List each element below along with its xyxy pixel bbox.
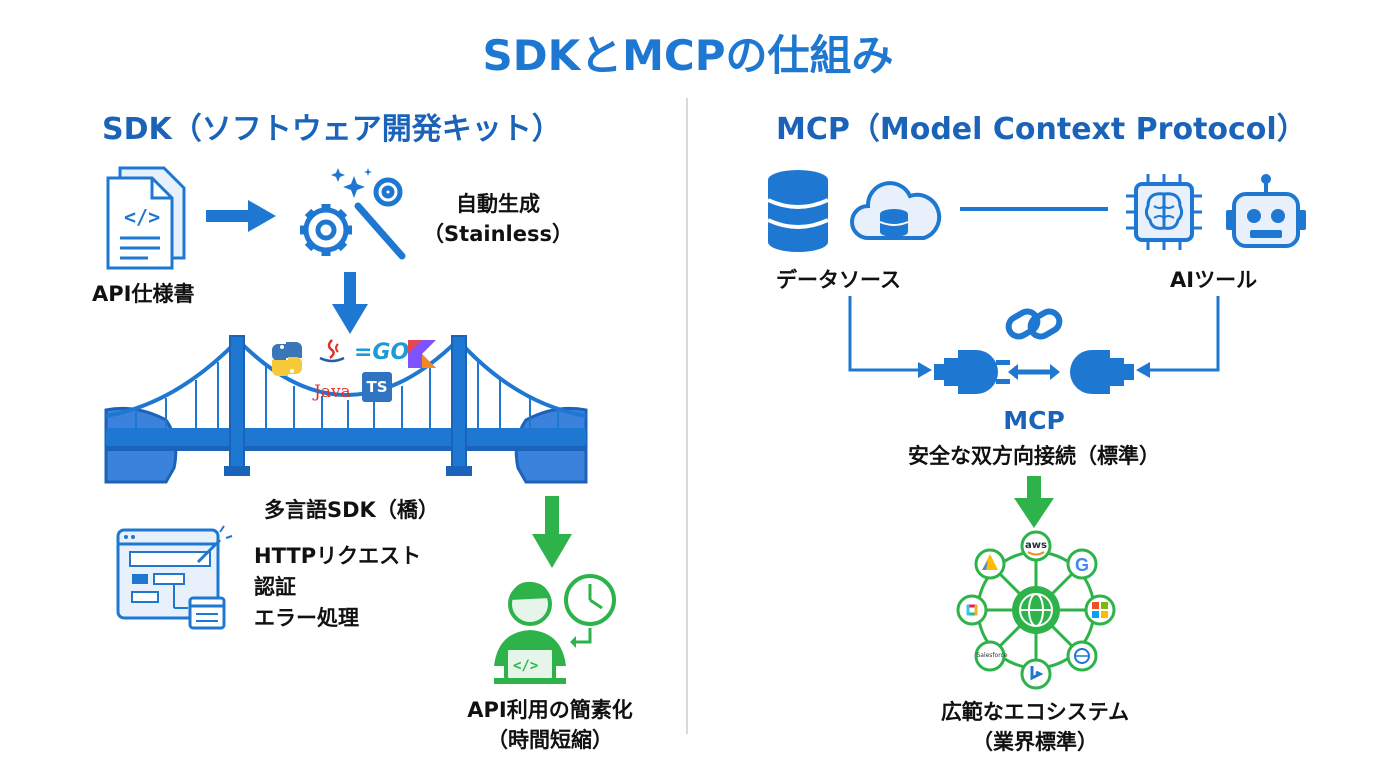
mcp-heading: MCP（Model Context Protocol） [776,112,1307,147]
code-window-icon [116,525,233,630]
ai-chip-icon [1126,174,1202,250]
document-code-icon: </> [106,166,186,270]
ecosystem-network-icon: G [956,530,1116,690]
flow-lines [848,296,1220,378]
arrow-down-green-icon [1014,476,1054,528]
kotlin-icon [408,340,436,368]
bridge-icon [104,335,588,484]
python-icon [272,342,302,376]
aitool-label: AIツール [1170,268,1258,292]
svg-text:</>: </> [124,205,160,229]
page-title: SDKとMCPの仕組み [482,31,894,80]
developer-clock-icon: </> [494,574,616,684]
arrow-down-icon [332,272,368,334]
robot-icon [1226,174,1306,248]
connection-label: 安全な双方向接続（標準） [908,444,1160,468]
sdk-heading: SDK（ソフトウェア開発キット） [102,112,562,147]
connection-line [960,207,1108,211]
svg-text:G: G [1075,555,1089,575]
timesave-label: （時間短縮） [487,728,613,752]
stainless-label: （Stainless） [423,222,573,246]
link-icon [1005,308,1063,340]
feature-auth: 認証 [254,575,296,599]
salesforce-label: Salesforce [976,652,1008,659]
industry-standard-label: （業界標準） [972,730,1098,754]
typescript-badge: TS [362,372,392,402]
feature-error: エラー処理 [254,606,359,630]
database-icon [767,170,829,252]
arrow-right-icon [206,200,276,232]
go-label: =GO [354,340,410,365]
mcp-center-label: MCP [1003,406,1065,435]
simplify-label: API利用の簡素化 [467,698,633,722]
java-label: Java [314,382,351,402]
feature-http: HTTPリクエスト [254,544,422,568]
cloud-database-icon [850,181,942,240]
bridge-label: 多言語SDK（橋） [264,498,439,522]
plug-connector-icon [934,350,1134,394]
gear-wand-icon [300,168,406,260]
svg-text:</>: </> [513,658,538,674]
arrow-down-green-icon [532,496,572,568]
aws-label: aws [1025,540,1047,551]
api-spec-label: API仕様書 [92,282,195,306]
section-divider [686,98,688,734]
auto-gen-label: 自動生成 [456,192,540,216]
java-icon [319,339,345,363]
ecosystem-label: 広範なエコシステム [940,700,1130,724]
datasource-label: データソース [776,268,901,292]
